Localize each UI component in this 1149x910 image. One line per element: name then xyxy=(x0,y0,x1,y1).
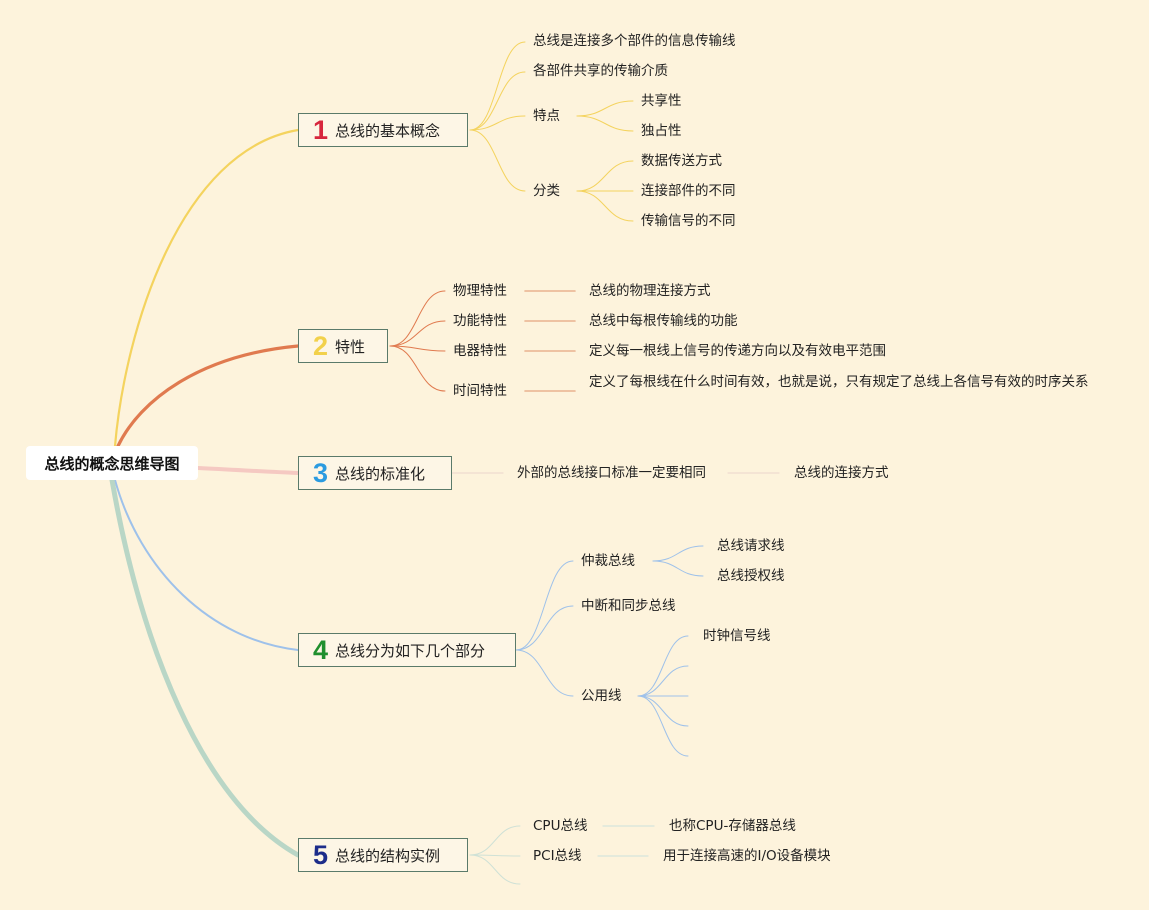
topic-label: 总线的标准化 xyxy=(335,464,426,483)
root-link-5 xyxy=(109,477,301,858)
topic-label: 总线的结构实例 xyxy=(335,846,441,865)
node[interactable]: 时钟信号线 xyxy=(703,628,771,644)
branch-4-sublink xyxy=(652,545,704,562)
branch-5-link xyxy=(469,854,521,857)
root-link-4 xyxy=(114,479,299,651)
node[interactable]: 中断和同步总线 xyxy=(581,598,676,614)
node[interactable]: 总线的连接方式 xyxy=(794,465,889,481)
node[interactable]: 独占性 xyxy=(641,123,682,139)
branch-5-link xyxy=(469,825,521,856)
branch-2-link xyxy=(389,320,446,347)
node[interactable]: 共享性 xyxy=(641,93,682,109)
branch-1-sublink xyxy=(576,115,634,132)
node[interactable]: 数据传送方式 xyxy=(641,153,722,169)
topic-standardization[interactable]: 3 总线的标准化 xyxy=(298,456,452,490)
root-topic[interactable]: 总线的概念思维导图 xyxy=(26,446,198,480)
node[interactable]: 总线的物理连接方式 xyxy=(589,283,711,299)
topic-basic-concept[interactable]: 1 总线的基本概念 xyxy=(298,113,468,147)
topic-bus-parts[interactable]: 4 总线分为如下几个部分 xyxy=(298,633,516,667)
topic-structure-examples[interactable]: 5 总线的结构实例 xyxy=(298,838,468,872)
topic-number: 2 xyxy=(313,330,329,361)
branch-1-link xyxy=(469,41,526,131)
branch-2-link xyxy=(389,290,446,347)
node[interactable]: 总线授权线 xyxy=(717,568,785,584)
topic-characteristics[interactable]: 2 特性 xyxy=(298,329,388,363)
branch-4-sublink xyxy=(637,695,689,727)
topic-number: 3 xyxy=(313,457,329,488)
topic-label: 特性 xyxy=(335,337,366,356)
node[interactable]: 公用线 xyxy=(581,688,622,704)
node[interactable]: 连接部件的不同 xyxy=(641,183,736,199)
node[interactable]: 总线是连接多个部件的信息传输线 xyxy=(533,33,736,49)
node[interactable]: CPU总线 xyxy=(533,818,588,834)
branch-1-sublink xyxy=(576,190,634,222)
node[interactable]: 仲裁总线 xyxy=(581,553,635,569)
branch-2-link xyxy=(389,345,446,352)
node[interactable]: PCI总线 xyxy=(533,848,582,864)
node[interactable]: 各部件共享的传输介质 xyxy=(533,63,668,79)
topic-number: 1 xyxy=(313,114,329,145)
branch-4-sublink xyxy=(637,665,689,697)
node[interactable]: 总线请求线 xyxy=(717,538,785,554)
node[interactable]: 传输信号的不同 xyxy=(641,213,736,229)
root-link-1 xyxy=(113,128,300,448)
node[interactable]: 也称CPU-存储器总线 xyxy=(669,818,796,834)
node[interactable]: 定义了每根线在什么时间有效，也就是说，只有规定了总线上各信号有效的时序关系 xyxy=(589,374,1089,390)
branch-1-sublink xyxy=(576,160,634,192)
node[interactable]: 功能特性 xyxy=(453,313,507,329)
branch-4-sublink xyxy=(637,635,689,697)
root-link-3 xyxy=(196,466,300,475)
branch-2-link xyxy=(389,345,446,392)
topic-label: 总线分为如下几个部分 xyxy=(335,641,486,660)
branch-4-sublink xyxy=(637,695,689,757)
node[interactable]: 分类 xyxy=(533,183,560,199)
node[interactable]: 外部的总线接口标准一定要相同 xyxy=(517,465,706,481)
root-link-2 xyxy=(116,344,300,448)
node[interactable]: 总线中每根传输线的功能 xyxy=(589,313,738,329)
node[interactable]: 用于连接高速的I/O设备模块 xyxy=(663,848,831,864)
node[interactable]: 时间特性 xyxy=(453,383,507,399)
branch-4-link xyxy=(515,649,574,697)
topic-label: 总线的基本概念 xyxy=(335,121,441,140)
node[interactable]: 物理特性 xyxy=(453,283,507,299)
branch-1-link xyxy=(469,129,526,192)
topic-number: 4 xyxy=(313,634,329,665)
node[interactable]: 特点 xyxy=(533,108,560,124)
branch-4-link xyxy=(515,605,574,651)
branch-5-link xyxy=(469,854,521,885)
topic-number: 5 xyxy=(313,839,329,870)
branch-1-sublink xyxy=(576,100,634,117)
branch-4-sublink xyxy=(652,560,704,577)
node[interactable]: 电器特性 xyxy=(453,343,507,359)
root-label: 总线的概念思维导图 xyxy=(44,454,180,473)
branch-1-link xyxy=(469,115,526,131)
branch-4-link xyxy=(515,560,574,651)
branch-1-link xyxy=(469,71,526,131)
node[interactable]: 定义每一根线上信号的传递方向以及有效电平范围 xyxy=(589,343,886,359)
